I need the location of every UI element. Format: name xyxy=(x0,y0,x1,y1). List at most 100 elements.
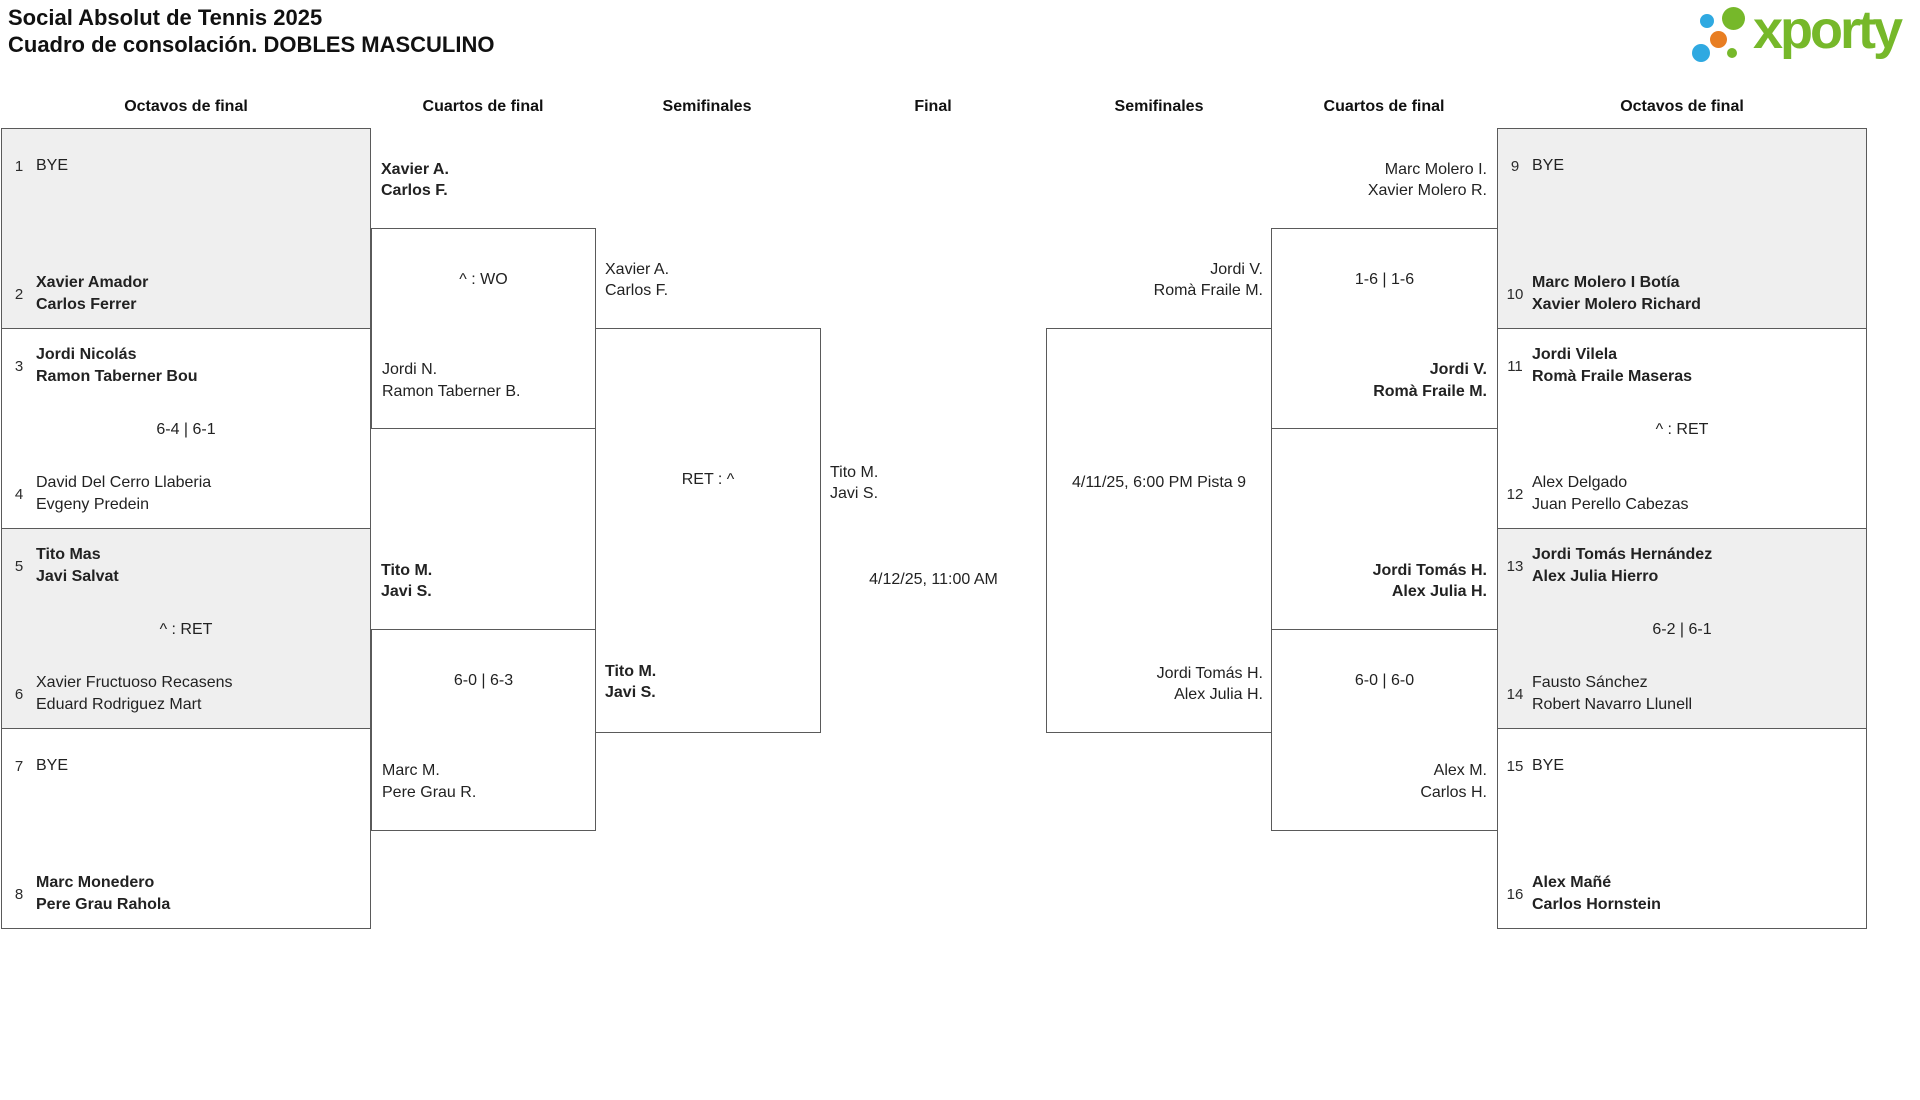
seed-number: 13 xyxy=(1506,557,1524,575)
round-header-final: Final xyxy=(914,98,952,115)
logo-dot-green-large xyxy=(1722,7,1745,30)
sf-right-schedule: 4/11/25, 6:00 PM Pista 9 xyxy=(1071,474,1247,491)
sf-left-score: RET : ^ xyxy=(681,471,735,488)
round-header-semis-right: Semifinales xyxy=(1114,98,1204,115)
match-box-right-sf xyxy=(1046,328,1272,733)
logo-dot-orange xyxy=(1710,31,1727,48)
seed-number: 5 xyxy=(14,557,24,575)
final-schedule: 4/12/25, 11:00 AM xyxy=(869,571,998,588)
seed-number: 10 xyxy=(1506,285,1524,303)
participant-names: BYE xyxy=(36,757,69,774)
match-box-right-qf-2: 6-0 | 6-0 Alex M.Carlos H. xyxy=(1271,629,1498,831)
sf-left-top-team-label: Xavier A.Carlos F. xyxy=(605,261,670,299)
round-header-octavos-left: Octavos de final xyxy=(124,98,248,115)
seed-number: 2 xyxy=(14,285,24,303)
seed-number: 11 xyxy=(1507,357,1523,375)
seed-number: 15 xyxy=(1506,757,1524,775)
round-header-octavos-right: Octavos de final xyxy=(1620,98,1744,115)
match-score: ^ : RET xyxy=(159,621,213,638)
logo-wordmark: xporty xyxy=(1753,0,1903,60)
round-header-semis-left: Semifinales xyxy=(662,98,752,115)
match-box-right-qf-1: 1-6 | 1-6 Jordi V.Romà Fraile M. xyxy=(1271,228,1498,429)
qf1-left-top-team-label: Xavier A.Carlos F. xyxy=(381,161,449,199)
seed-number: 6 xyxy=(14,685,24,703)
seed-number: 4 xyxy=(14,485,24,503)
seed-number: 14 xyxy=(1506,685,1524,703)
seed-number: 8 xyxy=(14,885,24,903)
sf-right-top-team-label: Jordi V.Romà Fraile M. xyxy=(1153,261,1263,299)
match-score: ^ : WO xyxy=(459,271,508,288)
tournament-subtitle: Cuadro de consolación. DOBLES MASCULINO xyxy=(8,32,495,57)
qf2-right-top-team-label: Jordi Tomás H.Alex Julia H. xyxy=(1372,562,1487,600)
match-box-left-qf-2: 6-0 | 6-3 Marc M.Pere Grau R. xyxy=(371,629,596,831)
logo-dot-green-small xyxy=(1727,48,1737,58)
participant-names: Jordi V.Romà Fraile M. xyxy=(1373,361,1487,400)
participant-names: Jordi N.Ramon Taberner B. xyxy=(382,361,521,400)
round-header-cuartos-left: Cuartos de final xyxy=(422,98,544,115)
sf-left-bottom-team-label: Tito M.Javi S. xyxy=(605,663,657,701)
participant-names: BYE xyxy=(1532,157,1565,174)
participant-names: BYE xyxy=(36,157,69,174)
seed-number: 9 xyxy=(1510,157,1520,175)
match-box-left-qf-1: ^ : WO Jordi N.Ramon Taberner B. xyxy=(371,228,596,429)
participant-slot: 7 BYE xyxy=(2,739,370,793)
seed-number: 1 xyxy=(14,157,24,175)
participant-names: Alex M.Carlos H. xyxy=(1420,762,1487,801)
logo-dot-blue-large xyxy=(1692,44,1710,62)
qf1-right-top-team-label: Marc Molero I.Xavier Molero R. xyxy=(1367,161,1487,199)
participant-slot: 15 BYE xyxy=(1498,739,1866,793)
participant-slot: 9 BYE xyxy=(1498,139,1866,193)
participant-slot: 1 BYE xyxy=(2,139,370,193)
match-score: 6-0 | 6-0 xyxy=(1354,672,1415,689)
seed-number: 7 xyxy=(14,757,24,775)
participant-names: BYE xyxy=(1532,757,1565,774)
sf-right-bottom-team-label: Jordi Tomás H.Alex Julia H. xyxy=(1156,665,1263,703)
qf2-left-top-team-label: Tito M.Javi S. xyxy=(381,562,433,600)
match-score: 6-2 | 6-1 xyxy=(1652,621,1712,638)
seed-number: 16 xyxy=(1506,885,1524,903)
tournament-title: Social Absolut de Tennis 2025 xyxy=(8,5,323,30)
seed-number: 12 xyxy=(1506,485,1524,503)
logo-dot-blue-small xyxy=(1700,14,1714,28)
match-score: 1-6 | 1-6 xyxy=(1354,271,1415,288)
seed-number: 3 xyxy=(14,357,24,375)
match-score: ^ : RET xyxy=(1655,421,1709,438)
match-score: 6-0 | 6-3 xyxy=(453,672,514,689)
final-finalist-label: Tito M.Javi S. xyxy=(830,464,879,502)
match-score: 6-4 | 6-1 xyxy=(156,421,216,438)
participant-names: Marc M.Pere Grau R. xyxy=(382,762,477,801)
round-header-cuartos-right: Cuartos de final xyxy=(1323,98,1445,115)
